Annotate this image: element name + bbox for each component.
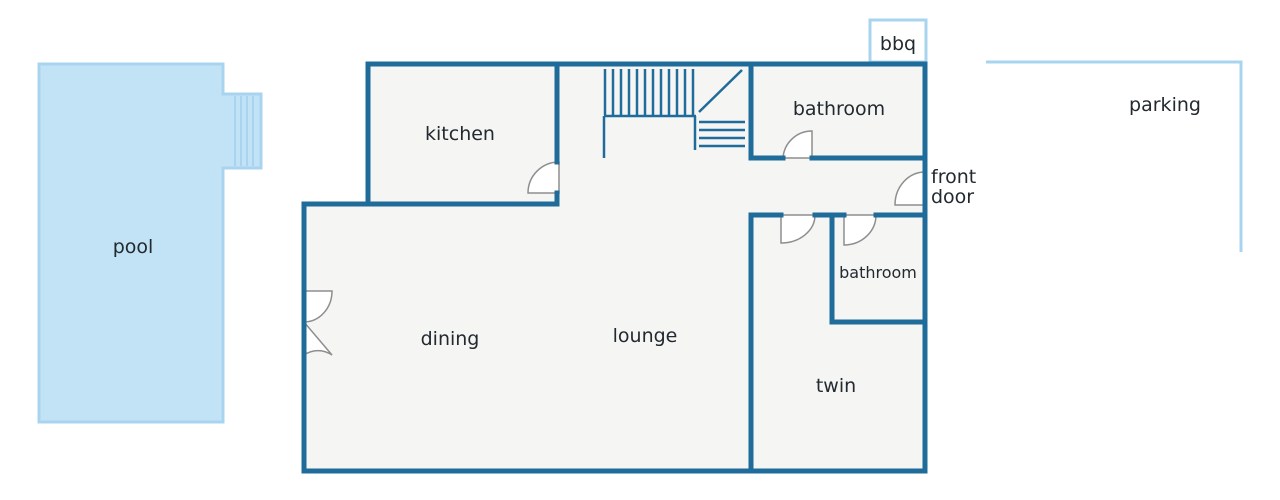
bbq-box	[868, 18, 928, 64]
bbq-label: bbq	[880, 33, 916, 55]
pool-steps	[234, 96, 254, 166]
doors	[303, 130, 926, 357]
bathroom-small-label: bathroom	[839, 263, 917, 282]
twin-label: twin	[816, 375, 856, 397]
walls	[301, 61, 928, 474]
pool-label: pool	[113, 236, 154, 258]
front-door-label-line2: door	[931, 186, 974, 208]
parking-outline	[986, 60, 1243, 252]
house-floor	[304, 63, 925, 470]
bathroom-top-door	[782, 130, 813, 159]
front-door-label-line1: front	[931, 166, 976, 188]
dining-label: dining	[421, 328, 480, 350]
staircase	[602, 69, 745, 158]
parking-label: parking	[1129, 94, 1201, 116]
kitchen-label: kitchen	[425, 123, 495, 145]
pool-area	[37, 62, 263, 424]
lounge-label: lounge	[613, 325, 678, 347]
room-labels: pool kitchen bathroom bbq parking front …	[113, 33, 1201, 397]
bathroom-top-label: bathroom	[793, 98, 885, 120]
pool-basin	[37, 62, 263, 424]
